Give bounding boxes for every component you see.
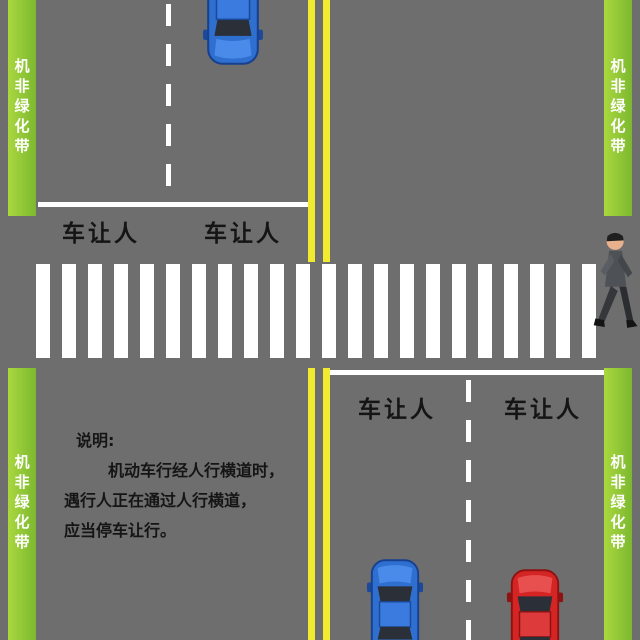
blue-car-southbound — [202, 0, 264, 66]
stop-line-bottom — [330, 370, 604, 375]
blue-car-northbound — [366, 558, 424, 640]
explanation-line: 应当停车让行。 — [64, 521, 177, 540]
lane-divider-dashed-bottom — [466, 380, 471, 640]
explanation-heading: 说明: — [76, 431, 115, 450]
greenbelt-bottom-right: 机非绿化带 — [604, 368, 632, 640]
zebra-crosswalk — [36, 264, 604, 358]
greenbelt-label: 机非绿化带 — [608, 454, 627, 554]
explanation-line: 遇行人正在通过人行横道， — [64, 491, 257, 510]
double-yellow-line-bottom — [308, 368, 330, 640]
explanation-block: 说明: 机动车行经人行横道时， 遇行人正在通过人行横道， 应当停车让行。 — [64, 426, 324, 546]
greenbelt-top-right: 机非绿化带 — [604, 0, 632, 216]
greenbelt-label: 机非绿化带 — [608, 58, 627, 158]
pedestrian-icon — [593, 232, 638, 328]
double-yellow-line-top — [308, 0, 330, 262]
greenbelt-bottom-left: 机非绿化带 — [8, 368, 36, 640]
red-car-northbound — [506, 568, 564, 640]
car-top-view-icon — [366, 559, 424, 640]
yield-marking-bottom-right-lane1: 车让人 — [358, 397, 436, 423]
yield-marking-top-left-lane2: 车让人 — [204, 221, 282, 247]
pedestrian-crossing — [592, 224, 640, 346]
explanation-line: 机动车行经人行横道时， — [108, 461, 285, 480]
greenbelt-top-left: 机非绿化带 — [8, 0, 36, 216]
greenbelt-label: 机非绿化带 — [12, 454, 31, 554]
yield-marking-top-left-lane1: 车让人 — [62, 221, 140, 247]
car-top-view-icon — [506, 569, 564, 640]
car-top-view-icon — [203, 0, 263, 65]
lane-divider-dashed-top — [166, 4, 171, 202]
stop-line-top — [38, 202, 308, 207]
greenbelt-label: 机非绿化带 — [12, 58, 31, 158]
yield-marking-bottom-right-lane2: 车让人 — [504, 397, 582, 423]
